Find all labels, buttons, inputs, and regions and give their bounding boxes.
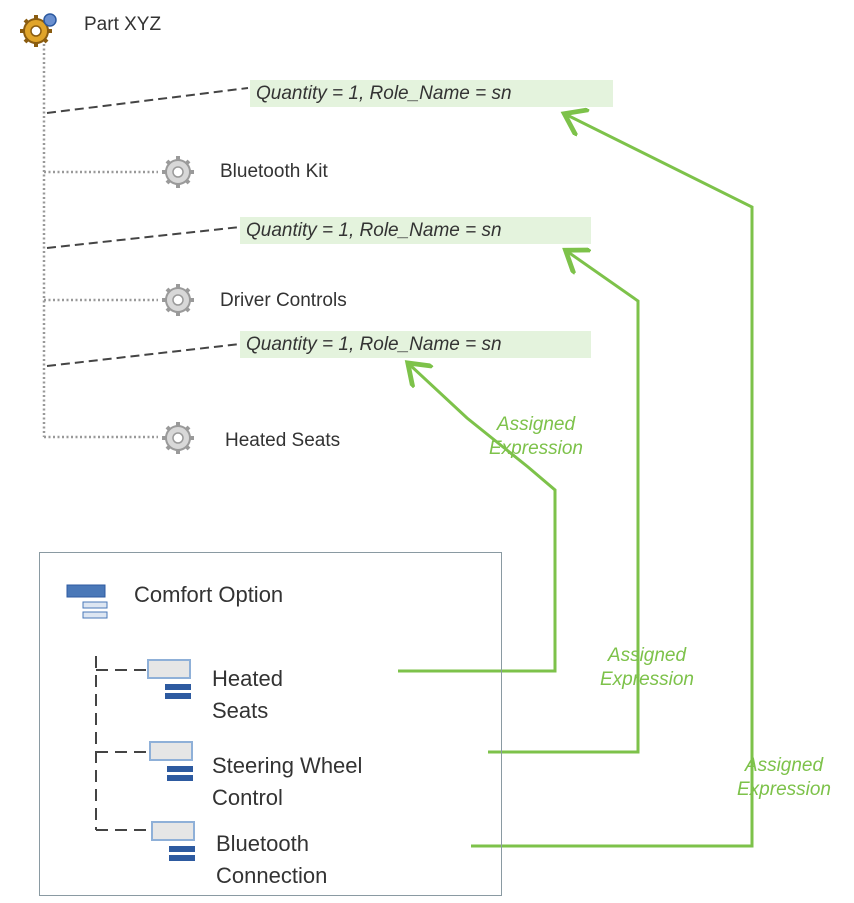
expression-connector-3 <box>46 343 241 367</box>
arrow-steering-wheel <box>488 252 640 754</box>
root-part-label: Part XYZ <box>84 14 162 35</box>
option-title: Comfort Option <box>134 582 284 607</box>
option-item-bluetooth: Bluetooth Connection <box>216 828 327 892</box>
option-item-line2: Connection <box>216 863 328 888</box>
assigned-expression-label-1: Assigned Expression <box>476 413 596 461</box>
root-gear-icon <box>20 13 57 47</box>
assigned-line1: Assigned <box>607 645 687 666</box>
assigned-expression-label-2: Assigned Expression <box>587 644 707 692</box>
assigned-expression-label-3: Assigned Expression <box>724 754 844 802</box>
assigned-line1: Assigned <box>496 414 576 435</box>
option-item-line1: Heated <box>212 666 283 691</box>
expression-label: Quantity = 1, Role_Name = sn <box>240 331 591 358</box>
option-item-icon <box>147 659 191 699</box>
option-root-icon <box>66 584 108 619</box>
assigned-line2: Expression <box>600 669 694 690</box>
option-item-heated-seats: Heated Seats <box>212 663 283 727</box>
option-item-line2: Control <box>212 785 283 810</box>
arrow-heated-seats <box>398 365 557 673</box>
expression-connector-1 <box>46 87 249 114</box>
assigned-line2: Expression <box>489 438 583 459</box>
arrow-bluetooth <box>471 115 754 848</box>
option-item-steering-wheel: Steering Wheel Control <box>212 750 362 814</box>
assigned-line1: Assigned <box>744 755 824 776</box>
child-label-bluetooth-kit: Bluetooth Kit <box>220 161 328 182</box>
expression-label: Quantity = 1, Role_Name = sn <box>250 80 613 107</box>
option-item-icon <box>151 821 195 861</box>
comfort-option-box <box>39 552 502 896</box>
option-item-line1: Bluetooth <box>216 831 309 856</box>
gear-icon <box>162 156 194 188</box>
child-label-heated-seats: Heated Seats <box>225 430 341 451</box>
gear-icon <box>162 422 194 454</box>
option-item-icon <box>149 741 193 781</box>
child-label-driver-controls: Driver Controls <box>220 290 347 311</box>
assigned-line2: Expression <box>737 779 831 800</box>
expression-label: Quantity = 1, Role_Name = sn <box>240 217 591 244</box>
option-item-line1: Steering Wheel <box>212 753 363 778</box>
option-item-line2: Seats <box>212 698 269 723</box>
gear-icon <box>162 284 194 316</box>
expression-connector-2 <box>46 226 241 249</box>
